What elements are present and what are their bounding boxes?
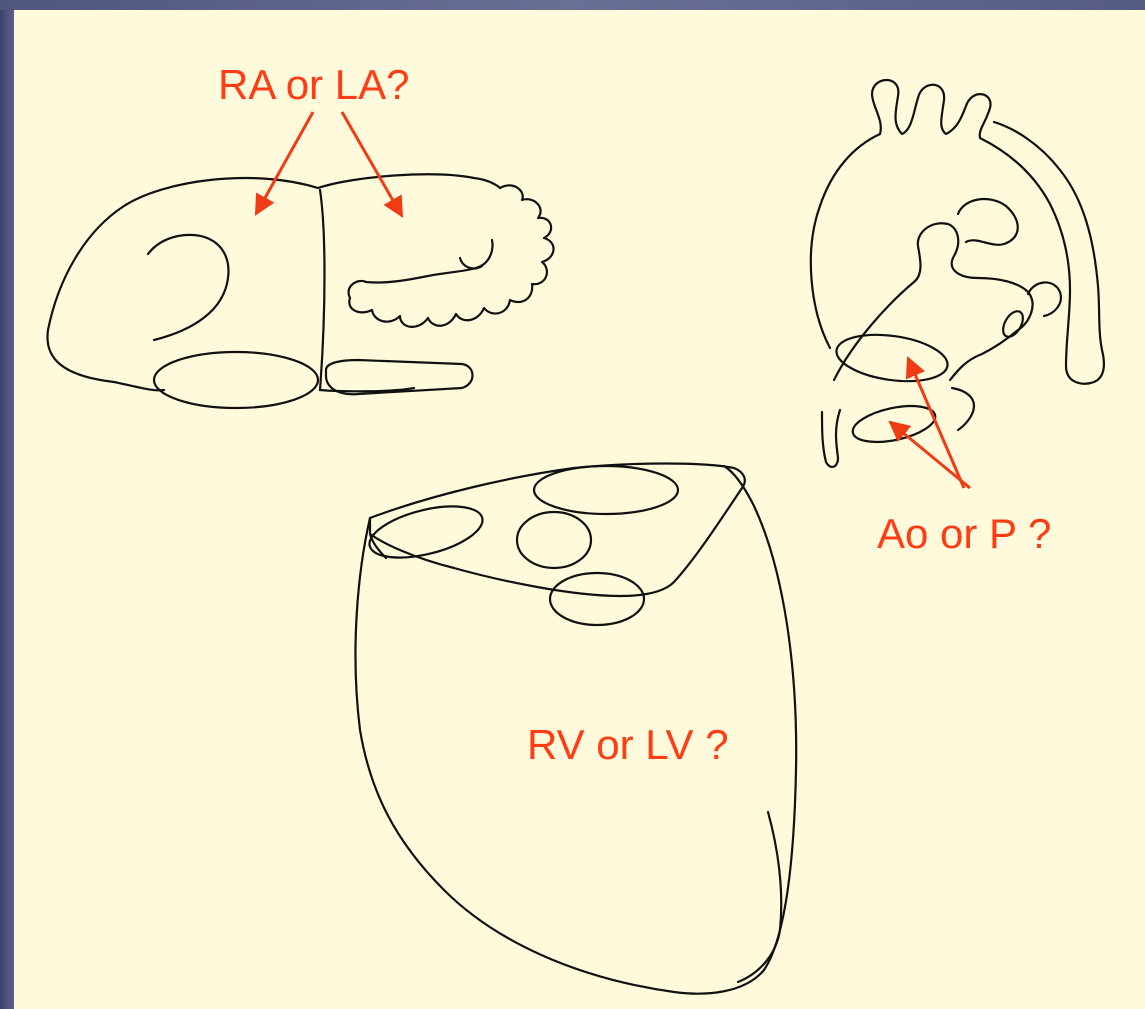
great-arteries-drawing <box>811 80 1104 467</box>
ventricle-question-label: RV or LV ? <box>527 724 729 766</box>
slide-canvas: RA or LA? Ao or P ? RV or LV ? <box>14 10 1145 1009</box>
valve-ring-left <box>364 497 487 568</box>
arrow-to-lower-valve <box>890 422 970 488</box>
apex-fold <box>738 812 781 982</box>
arrow-to-right-atrium <box>256 112 313 214</box>
arch-inner-loop <box>958 199 1018 245</box>
atrial-septum <box>320 190 325 390</box>
atria-top-edge <box>318 174 500 188</box>
coronary-stub-left <box>822 410 840 467</box>
valve-ring-center <box>517 512 591 568</box>
pulmonary-trunk <box>834 223 1033 380</box>
tricuspid-orifice <box>154 352 318 408</box>
coronary-stub-right <box>952 388 974 430</box>
auricle-inner-line <box>366 240 492 283</box>
slide-top-band <box>0 0 1145 10</box>
valve-ring-bottom <box>550 573 644 625</box>
appendage-curl <box>148 235 228 340</box>
valve-orifice-upper <box>833 328 950 387</box>
base-plate <box>370 464 745 597</box>
valve-ring-top <box>534 466 678 514</box>
annotation-arrows <box>256 112 970 488</box>
pulmonary-branch-end <box>999 308 1027 340</box>
great-vessels-question-label: Ao or P ? <box>877 513 1051 555</box>
left-auricle-scallops <box>349 185 554 327</box>
auricle-tip <box>460 258 482 268</box>
arrow-to-left-atrium <box>342 112 402 216</box>
atria-drawing <box>47 174 553 408</box>
atria-question-label: RA or LA? <box>218 64 409 106</box>
